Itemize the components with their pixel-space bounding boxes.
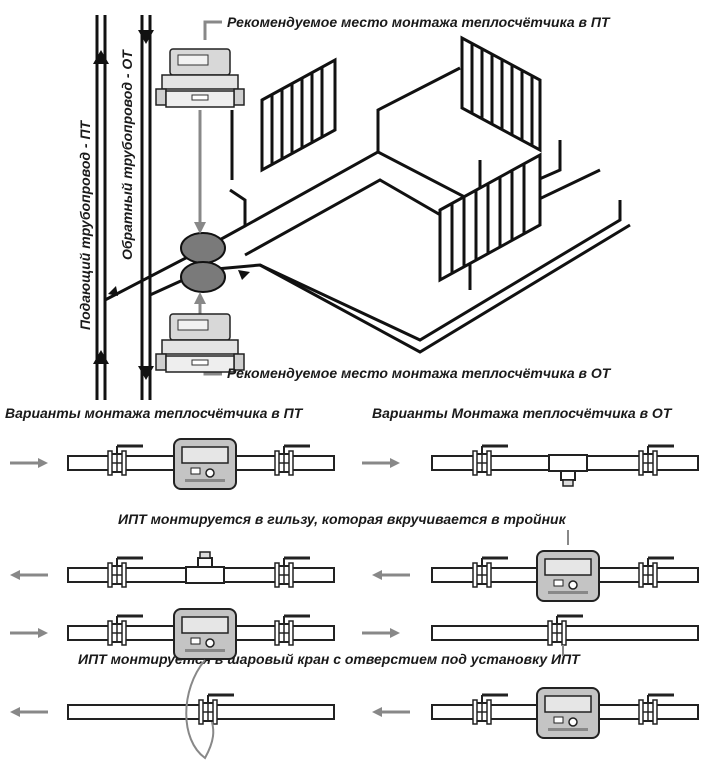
supply-up-arrow-lower-icon xyxy=(93,350,109,364)
recommended-return-caption: Рекомендуемое место монтажа теплосчётчик… xyxy=(227,365,612,381)
recommended-return-spot xyxy=(180,261,226,293)
variants-supply-title: Варианты монтажа теплосчётчика в ПТ xyxy=(5,405,304,421)
return-down-arrow-icon xyxy=(138,30,154,44)
radiator-2 xyxy=(460,35,542,153)
supply-pointer-arrow-icon xyxy=(194,222,206,234)
variants-return-title: Варианты Монтажа теплосчётчика в ОТ xyxy=(372,405,673,421)
supply-pipeline-label: Подающий трубопровод - ПТ xyxy=(77,119,93,330)
flow-right-arrow-icon xyxy=(38,458,48,468)
flow-left-arrow-icon xyxy=(10,570,20,580)
iso-heat-meter-supply xyxy=(155,48,245,108)
sensor-cable xyxy=(185,659,215,760)
flow-left-arrow-icon xyxy=(10,707,20,717)
tee-fitting-icon xyxy=(548,454,588,487)
return-pipeline-label: Обратный трубопровод - ОТ xyxy=(119,49,135,260)
flow-right-arrow-icon xyxy=(390,458,400,468)
return-riser xyxy=(138,15,154,400)
return-branch-arrow-icon xyxy=(238,270,250,280)
recommended-supply-spot xyxy=(180,232,226,264)
variant-row-2 xyxy=(10,530,699,602)
supply-up-arrow-icon xyxy=(93,50,109,64)
flow-left-arrow-icon xyxy=(372,570,382,580)
variant-row-4 xyxy=(10,659,699,760)
tee-note: ИПТ монтируется в гильзу, которая вкручи… xyxy=(118,511,567,527)
supply-callout-line xyxy=(203,20,222,40)
return-pointer-arrow-icon xyxy=(194,292,206,304)
flow-right-arrow-icon xyxy=(390,628,400,638)
supply-branch-arrow-icon xyxy=(108,286,118,296)
recommended-supply-caption: Рекомендуемое место монтажа теплосчётчик… xyxy=(227,14,611,30)
flow-right-arrow-icon xyxy=(38,628,48,638)
heat-meter-icon xyxy=(173,438,237,490)
isometric-schematic: Подающий трубопровод - ПТ Обратный трубо… xyxy=(77,14,631,400)
iso-heat-meter-return xyxy=(155,313,245,373)
return-down-arrow-lower-icon xyxy=(138,366,154,380)
heat-meter-icon xyxy=(173,608,237,660)
radiator-3 xyxy=(438,152,542,283)
tee-fitting-icon xyxy=(185,551,225,584)
ball-valve-note: ИПТ монтируется в шаровый кран с отверст… xyxy=(78,651,581,667)
variant-row-1 xyxy=(10,438,699,490)
heat-meter-icon xyxy=(536,550,600,602)
supply-riser xyxy=(93,15,109,400)
radiator-1 xyxy=(260,57,337,173)
variant-row-3 xyxy=(10,608,699,660)
flow-left-arrow-icon xyxy=(372,707,382,717)
heat-meter-icon xyxy=(536,687,600,739)
